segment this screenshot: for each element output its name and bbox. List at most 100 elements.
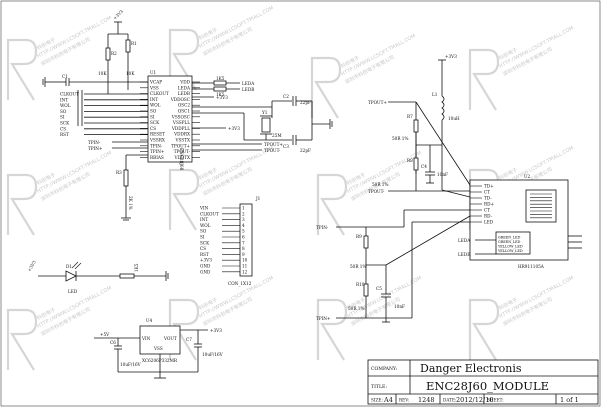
r10-value: 50R 1% (348, 306, 364, 311)
vcc-label: +3V3 (216, 95, 228, 100)
u2-pin-label: RD- (484, 214, 493, 219)
size-value: A4 (383, 396, 393, 404)
u2-led-pin-label: GREEN_LED (498, 236, 521, 240)
u1-pin-label: TPIN- (150, 143, 163, 148)
company-name: Danger Electronis (420, 362, 522, 375)
j1-body (239, 203, 253, 277)
r10-resistor (363, 283, 369, 297)
u1-ref: U1 (150, 70, 157, 75)
r9-ref: R9 (356, 234, 362, 239)
regulator-section: U4 VIN VOUT VSS XC6206P332MR C6 10uF/16V… (94, 318, 224, 379)
j1-pin-label: VIN (199, 206, 209, 211)
u1-pin-label: VCAP (149, 80, 162, 85)
r1-ref: R1 (131, 41, 137, 46)
watermark-text: HTTP://WWW.LCSOFT.TMALL.COM (36, 150, 113, 195)
u2-leda-label: LEDA (458, 238, 471, 243)
u1-pin-label: OSC2 (178, 103, 191, 108)
u2-ref: U2 (524, 174, 531, 179)
j1-part: CON_1X12 (228, 281, 252, 286)
j1-pin-number: 7 (242, 240, 245, 245)
r3-resistor (123, 169, 129, 187)
vdd-label: +5V (100, 332, 110, 337)
d1-led (65, 270, 77, 282)
c5-value: 10nF (394, 304, 405, 309)
j1-pin-number: 6 (242, 235, 245, 240)
net-label-tpin-minus: TPIN- (88, 140, 101, 145)
u2-led-block (495, 231, 531, 255)
j1-pin-number: 9 (242, 252, 245, 257)
r-led-resistor (119, 273, 135, 279)
light-arrow (71, 261, 79, 269)
date-label: DATE: (443, 398, 456, 403)
net-label-tpout-minus: TPOUT- (264, 148, 281, 153)
title-block-frame (367, 359, 599, 405)
j1-pin-number: 2 (242, 211, 245, 216)
c5-ref: C5 (376, 286, 382, 291)
u1-pin-label: VDDTX (173, 155, 190, 160)
title-block: COMPANY: Danger Electronis TITLE: ENC28J… (367, 359, 599, 405)
j1-pin-number: 4 (242, 223, 245, 228)
c2-value: 22pF (300, 100, 311, 105)
net-label-tpin-plus: TPIN+ (316, 316, 331, 321)
net-label: INT (60, 97, 68, 102)
r6-resistor (213, 86, 227, 92)
u1-pin-label: VDDPLL (171, 126, 190, 131)
r7-value: 50R 1% (392, 136, 408, 141)
vcc-label: +3V3 (445, 54, 457, 59)
rj45-contacts (530, 193, 552, 219)
y1-crystal (261, 117, 271, 133)
net-label-tpin-plus: TPIN+ (88, 146, 103, 151)
j1-pin-label: CLKOUT (200, 211, 219, 216)
sheet-value: 1 of 1 (560, 396, 579, 404)
net-label-tpout-minus: TPOUT- (368, 189, 385, 194)
r3-ref: R3 (116, 170, 122, 175)
vcc-label: +3V3 (112, 9, 124, 21)
watermark-text: HTTP://WWW.LCSOFT.TMALL.COM (346, 150, 423, 195)
vcc-label: +3V3 (27, 259, 37, 272)
j1-pin-number: 8 (242, 246, 245, 251)
u1-pin-label: CLKOUT (150, 91, 169, 96)
r-led-value: 1K5 (134, 263, 139, 272)
light-arrow (74, 262, 82, 270)
watermark-text: HTTP://WWW.LCSOFT.TMALL.COM (498, 275, 575, 320)
u1-pin-label: VSSPLL (172, 120, 190, 125)
c6-value: 10uF/16V (120, 362, 142, 367)
u1-pin-label: WOL (150, 103, 161, 108)
u1-pin-label: RESET (150, 132, 165, 137)
u1-pin-label: INT (150, 97, 158, 102)
wire (415, 101, 471, 186)
u4-vss: VSS (153, 346, 163, 351)
c2-ref: C2 (283, 94, 289, 99)
r10-ref: R10 (356, 282, 365, 287)
j1-pin-number: 1 (242, 206, 245, 211)
u4-vin: VIN (141, 336, 151, 341)
watermark-tile: 科创电子 HTTP://WWW.LCSOFT.TMALL.COM 深圳市科创电子… (468, 25, 575, 111)
sheet-label: SHEET: (487, 398, 504, 403)
j1-pin-label: WOL (200, 223, 211, 228)
j1-pin-label: SI (200, 235, 205, 240)
j1-ref: J1 (255, 196, 261, 201)
u1-pin-label: CS (150, 126, 156, 131)
c3-value: 22pF (300, 148, 311, 153)
net-label: SO (60, 109, 67, 114)
r2-value: 10K (98, 71, 107, 76)
r8-value: 50R 1% (372, 182, 388, 187)
u2-part: HR911105A (518, 264, 545, 269)
rev-value: 1248 (418, 396, 435, 404)
r5-resistor (213, 80, 227, 86)
watermark-tile: 科创电子 HTTP://WWW.LCSOFT.TMALL.COM 深圳市科创电子… (468, 275, 575, 361)
net-label-tpout-plus: TPOUT+ (264, 142, 283, 147)
u1-support-section: +3V3 R1 10K R2 10K C1 (42, 9, 148, 94)
size-label: SIZE: (371, 398, 383, 403)
j1-pin-number: 11 (242, 264, 248, 269)
r2-resistor (105, 47, 111, 61)
net-label: WOL (60, 103, 71, 108)
j1-pin-label: INT (200, 217, 208, 222)
watermark-tile: 科创电子 HTTP://WWW.LCSOFT.TMALL.COM 深圳市科创电子… (6, 285, 113, 371)
y1-value: 25M (272, 133, 282, 138)
j1-pin-label: GND (200, 264, 211, 269)
u1-pin-label: VSS (149, 85, 159, 90)
